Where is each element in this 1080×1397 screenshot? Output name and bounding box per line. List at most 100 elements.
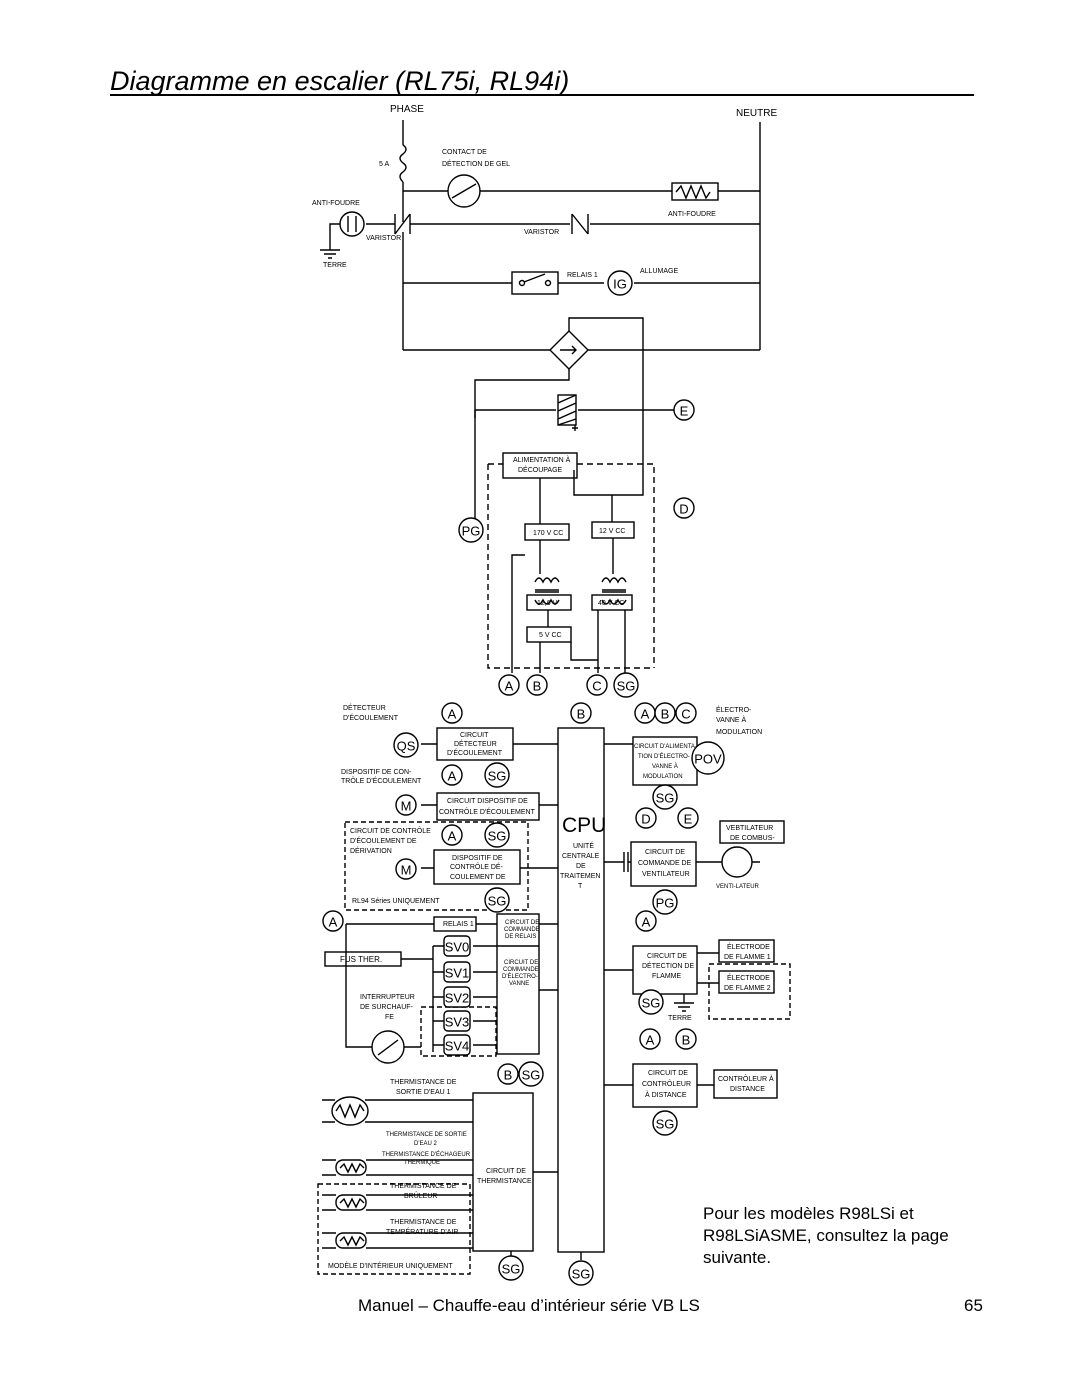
badge-d: D [673, 497, 695, 519]
varistor-left-icon [394, 213, 411, 235]
svg-text:RELAIS 1: RELAIS 1 [443, 921, 474, 928]
svg-text:THERMISTANCE D'ÉCHAGEUR: THERMISTANCE D'ÉCHAGEUR [382, 1151, 471, 1158]
badge-label: PG [656, 896, 675, 911]
badge-sg: SG [484, 762, 510, 788]
svg-text:CONTRÔLEUR À: CONTRÔLEUR À [718, 1074, 774, 1083]
badge-label: SG [656, 1117, 675, 1132]
valve-sv0-icon: SV0 [443, 935, 471, 957]
badge-e: E [677, 807, 699, 829]
svg-text:TEMPÉRATURE D'AIR: TEMPÉRATURE D'AIR [386, 1227, 458, 1236]
box-126v [526, 594, 572, 611]
svg-text:ALIMENTATION À: ALIMENTATION À [513, 455, 571, 464]
badge-qs: QS [393, 732, 419, 758]
badge-sg: SG [484, 822, 510, 848]
transformer-right [601, 577, 627, 605]
svg-text:DÉTECTION DE: DÉTECTION DE [642, 961, 694, 970]
svg-text:D'ÉCOULEMENT: D'ÉCOULEMENT [447, 748, 503, 757]
svg-text:170 V CC: 170 V CC [533, 530, 563, 537]
svg-text:MODULATION: MODULATION [643, 774, 683, 780]
svg-text:ANTI-FOUDRE: ANTI-FOUDRE [668, 211, 716, 218]
svg-text:THERMIQUE: THERMIQUE [404, 1160, 440, 1166]
svg-text:DÉTECTION DE GEL: DÉTECTION DE GEL [442, 159, 510, 168]
badge-pg: PG [458, 517, 484, 543]
note-r98: Pour les modèles R98LSi et R98LSiASME, c… [703, 1204, 949, 1267]
valve-sv1-icon: SV1 [443, 961, 471, 983]
svg-text:40 V CC: 40 V CC [598, 600, 624, 607]
svg-text:ÉLECTRODE: ÉLECTRODE [727, 973, 770, 982]
badge-sg: SG [498, 1255, 524, 1281]
svg-text:TRAITEMEN: TRAITEMEN [560, 873, 600, 880]
badge-label: E [680, 404, 689, 419]
svg-text:DÉTECTEUR: DÉTECTEUR [454, 739, 497, 748]
footer-page-number: 65 [964, 1296, 983, 1315]
earth-element [557, 394, 577, 426]
badge-label: A [505, 679, 514, 694]
svg-text:CIRCUIT DE: CIRCUIT DE [647, 953, 687, 960]
page-title: Diagramme en escalier (RL75i, RL94i) [110, 66, 570, 96]
badge-label: A [448, 707, 457, 722]
svg-text:À DISTANCE: À DISTANCE [645, 1090, 687, 1099]
cpu-label: CPU [562, 814, 606, 837]
svg-text:DE FLAMME 1: DE FLAMME 1 [724, 954, 771, 961]
badge-label: SG [488, 769, 507, 784]
svg-text:DISPOSITIF DE: DISPOSITIF DE [452, 855, 503, 862]
svg-text:VANNE À: VANNE À [716, 715, 747, 724]
badge-label: SV1 [445, 966, 470, 981]
svg-text:CONTACT DE: CONTACT DE [442, 149, 487, 156]
svg-text:ALLUMAGE: ALLUMAGE [640, 268, 678, 275]
badge-a: A [441, 702, 463, 724]
badge-sg: SG [568, 1260, 594, 1286]
badge-label: SG [572, 1267, 591, 1282]
svg-text:CONTRÔLE D'ÉCOULEMENT: CONTRÔLE D'ÉCOULEMENT [439, 807, 536, 816]
badge-label: PG [462, 524, 481, 539]
svg-text:CIRCUIT DE: CIRCUIT DE [648, 1070, 688, 1077]
svg-text:CIRCUIT: CIRCUIT [460, 732, 489, 739]
badge-sg: SG [484, 887, 510, 913]
svg-text:DE: DE [576, 863, 586, 870]
badge-label: SV3 [445, 1015, 470, 1030]
svg-text:VARISTOR: VARISTOR [524, 229, 559, 236]
svg-text:D'ÉCOULEMENT DE: D'ÉCOULEMENT DE [350, 836, 417, 845]
badge-label: D [641, 812, 650, 827]
svg-text:CIRCUIT DE CONTRÔLE: CIRCUIT DE CONTRÔLE [350, 826, 431, 835]
svg-text:D'ÉCOULEMENT: D'ÉCOULEMENT [343, 713, 399, 722]
ventilateur-label-box [719, 820, 785, 844]
badge-sg: SG [652, 1110, 678, 1136]
badge-label: SG [617, 679, 636, 694]
svg-text:CIRCUIT DISPOSITIF DE: CIRCUIT DISPOSITIF DE [447, 798, 528, 805]
badge-label: M [401, 799, 412, 814]
badge-label: SG [642, 996, 661, 1011]
badge-label: B [533, 679, 542, 694]
svg-text:D'ÉLECTRO-: D'ÉLECTRO- [502, 973, 538, 980]
svg-text:CENTRALE: CENTRALE [562, 853, 600, 860]
svg-text:COMMANDE: COMMANDE [504, 927, 540, 933]
badge-sg: SG [613, 672, 639, 698]
badge-pg: PG [652, 889, 678, 915]
svg-text:ÉLECTRO-: ÉLECTRO- [716, 705, 752, 714]
ignition-icon: IG [607, 270, 633, 296]
badge-a: A [441, 824, 463, 846]
badge-label: A [646, 1033, 655, 1048]
badge-label: SV4 [445, 1039, 470, 1054]
badge-label: A [642, 915, 651, 930]
svg-text:MODÈLE D'INTÉRIEUR UNIQUEMENT: MODÈLE D'INTÉRIEUR UNIQUEMENT [328, 1261, 453, 1270]
badge-label: SV2 [445, 991, 470, 1006]
badge-label: SG [522, 1068, 541, 1083]
badge-label: A [641, 707, 650, 722]
badge-label: B [661, 707, 670, 722]
badge-a: A [634, 702, 656, 724]
badge-label: B [682, 1033, 691, 1048]
electrode2-dashed [708, 963, 791, 1020]
circuit-ventilateur-box [630, 841, 697, 887]
badge-label: M [401, 863, 412, 878]
badge-a: A [498, 674, 520, 696]
circuit-dispositif-box [436, 792, 540, 821]
badge-label: SG [502, 1262, 521, 1277]
svg-text:CIRCUIT D'ALIMENTA-: CIRCUIT D'ALIMENTA- [634, 744, 697, 750]
svg-text:CIRCUIT DE: CIRCUIT DE [504, 960, 538, 966]
dispositif-derivation-box [433, 849, 521, 885]
valve-sv4-icon: SV4 [443, 1034, 471, 1056]
badge-b: B [497, 1063, 519, 1085]
svg-text:COMMANDE DE: COMMANDE DE [638, 860, 692, 867]
badge-label: SG [488, 894, 507, 909]
